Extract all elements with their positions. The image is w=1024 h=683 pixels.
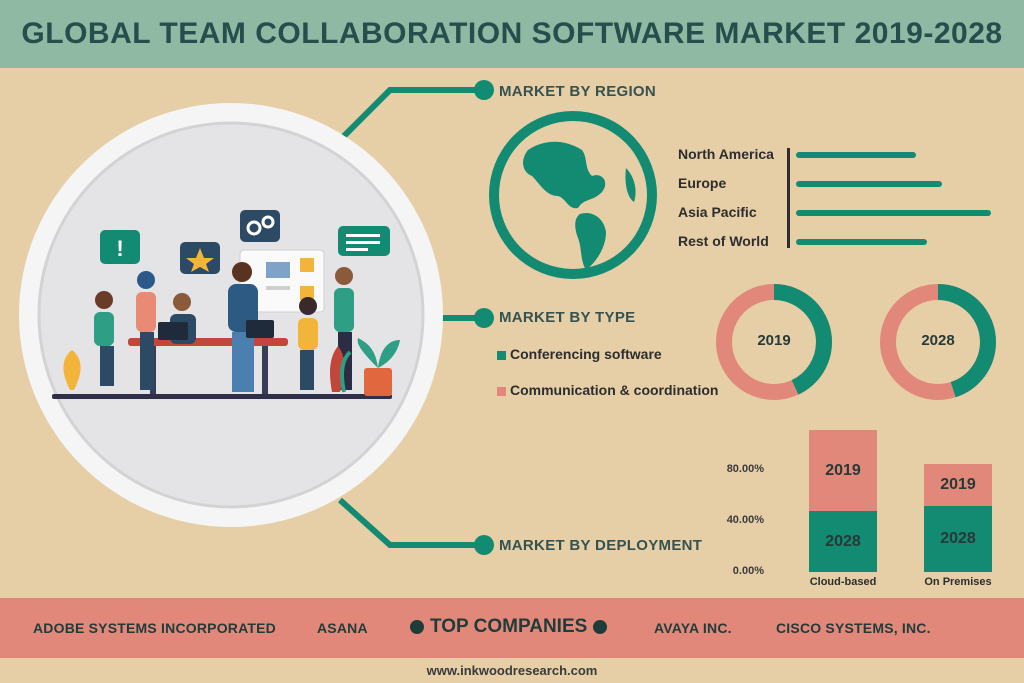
alert-bubble-icon <box>100 230 140 264</box>
svg-text:!: ! <box>116 236 123 261</box>
legend-swatch-teal <box>497 350 506 360</box>
top-companies-heading: TOP COMPANIES <box>410 616 608 638</box>
legend-conferencing-label: Conferencing software <box>510 346 662 362</box>
type-dot <box>474 308 494 328</box>
ytick-40: 40.00% <box>726 514 764 526</box>
ytick-80: 80.00% <box>726 463 764 475</box>
companies-banner <box>0 598 1024 658</box>
xcat-cloud-based: Cloud-based <box>809 576 877 588</box>
legend-swatch-salmon <box>497 386 506 396</box>
region-bar-north-america <box>796 152 916 158</box>
bar-on-premises-2028: 2028 <box>924 506 992 572</box>
company-avaya: AVAYA INC. <box>654 620 732 636</box>
ytick-0: 0.00% <box>732 565 764 577</box>
connector-deployment <box>337 497 484 548</box>
region-dot <box>474 80 494 100</box>
xcat-on-premises: On Premises <box>924 576 992 588</box>
legend-communication-label: Communication & coordination <box>510 382 719 398</box>
region-bar-asia-pacific <box>796 210 991 216</box>
legend-communication: Communication & coordination <box>497 382 718 398</box>
plant-pot-icon <box>364 368 392 396</box>
bar-cloud-based-2019: 2019 <box>809 430 877 512</box>
floor-line <box>52 394 392 399</box>
donut-2019 <box>716 284 832 400</box>
globe-icon <box>489 111 657 279</box>
region-label-asia-pacific: Asia Pacific <box>678 204 757 220</box>
donut-2019-label: 2019 <box>757 332 791 349</box>
bullet-left-icon <box>410 620 424 634</box>
region-label-rest-of-world: Rest of World <box>678 233 769 249</box>
market-by-region-heading: MARKET BY REGION <box>499 83 657 100</box>
legend-conferencing: Conferencing software <box>497 346 662 362</box>
bar-cloud-based-2028: 2028 <box>809 511 877 572</box>
donut-2028-label: 2028 <box>921 332 955 349</box>
bullet-right-icon <box>593 620 608 634</box>
page-title: GLOBAL TEAM COLLABORATION SOFTWARE MARKE… <box>21 17 1003 50</box>
plant-left-icon <box>63 350 81 390</box>
bar-on-premises-2019: 2019 <box>924 463 992 507</box>
company-cisco: CISCO SYSTEMS, INC. <box>776 620 931 636</box>
market-by-type-heading: MARKET BY TYPE <box>499 309 636 326</box>
donut-2028 <box>880 284 996 400</box>
region-axis <box>787 148 790 248</box>
people-illustration <box>94 262 354 392</box>
company-asana: ASANA <box>317 620 368 636</box>
region-label-europe: Europe <box>678 175 727 191</box>
website-url: www.inkwoodresearch.com <box>426 663 598 678</box>
header-banner: GLOBAL TEAM COLLABORATION SOFTWARE MARKE… <box>0 0 1024 68</box>
region-bar-rest-of-world <box>796 239 927 245</box>
top-companies-label: TOP COMPANIES <box>430 616 588 637</box>
region-bar-europe <box>796 181 942 187</box>
company-adobe: ADOBE SYSTEMS INCORPORATED <box>33 620 276 636</box>
deployment-dot <box>474 535 494 555</box>
connector-region <box>337 87 484 143</box>
region-label-north-america: North America <box>678 146 774 162</box>
market-by-deployment-heading: MARKET BY DEPLOYMENT <box>499 537 703 554</box>
